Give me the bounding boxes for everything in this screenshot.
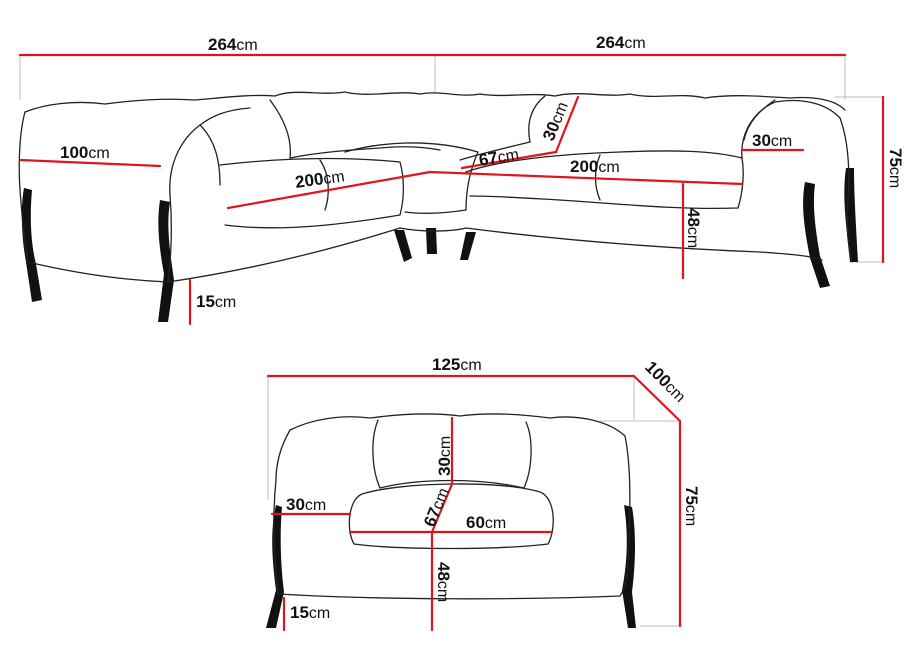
label-seat-height: 48cm	[684, 208, 703, 248]
label-chair-back: 30cm	[435, 436, 454, 476]
chair-leg-right	[622, 505, 636, 628]
sofa-left-arm-front	[199, 124, 221, 186]
sofa-leg-right-front	[803, 182, 830, 288]
label-chair-seat-height: 48cm	[434, 562, 453, 602]
sofa-leg-right-back	[844, 168, 858, 262]
dim-line-back-height	[554, 95, 580, 154]
sofa-back-inner-right	[459, 141, 531, 161]
sofa-right-seat	[465, 150, 744, 210]
dim-line-seat-right	[428, 170, 744, 186]
sofa-right-arm	[741, 99, 853, 263]
label-seat-left: 200cm	[294, 166, 346, 192]
label-corner-seat: 67cm	[477, 144, 520, 170]
chair-back-cushion-right	[523, 421, 532, 489]
chair-body	[273, 413, 631, 600]
label-chair-seat-width: 60cm	[466, 513, 506, 532]
label-leg-height: 15cm	[196, 292, 236, 311]
sofa-leg-center-left	[394, 230, 412, 262]
sofa-back-inner-left	[289, 146, 441, 159]
sofa-base-center	[399, 227, 467, 232]
sofa-leg-center-right	[460, 232, 476, 260]
dim-line-chair-depth	[632, 374, 682, 423]
sofa-base-left	[167, 227, 401, 283]
dim-line-seat-left	[226, 170, 432, 210]
sofa-leg-left-back	[21, 188, 42, 302]
label-chair-leg: 15cm	[290, 603, 330, 622]
dim-line-chair-seat-depth	[430, 482, 454, 534]
sofa-left-arm	[18, 107, 251, 283]
label-width-left: 264cm	[208, 35, 258, 54]
label-chair-arm: 30cm	[286, 495, 326, 514]
armchair-drawing: 125cm 100cm 75cm 30cm 67cm 60cm 30cm 48c…	[266, 355, 701, 632]
sofa-back-top	[24, 91, 846, 113]
dim-line-depth	[18, 158, 162, 168]
label-height: 75cm	[886, 148, 905, 188]
sofa-leg-center	[426, 228, 437, 254]
sofa-base-right	[465, 227, 823, 261]
sofa-left-seat-split	[319, 159, 329, 211]
sofa-back-panel-left	[269, 99, 291, 159]
sofa-left-seat	[219, 157, 405, 229]
dim-line-corner-seat	[460, 150, 558, 170]
sofa-back-panel-right	[528, 95, 546, 143]
sofa-leg-left-front	[158, 200, 174, 322]
chair-back-inner	[379, 479, 525, 489]
label-chair-width: 125cm	[432, 355, 482, 374]
sofa-corner-seat	[344, 142, 479, 214]
label-arm-width: 30cm	[752, 131, 792, 150]
label-chair-depth: 100cm	[641, 357, 690, 406]
chair-back-cushion-left	[372, 419, 381, 489]
label-width-right: 264cm	[596, 33, 646, 52]
corner-sofa-drawing: 264cm 264cm 100cm 200cm 200cm 67cm 30cm …	[18, 33, 905, 326]
label-chair-height: 75cm	[682, 486, 701, 526]
label-depth: 100cm	[60, 143, 110, 162]
label-seat-right: 200cm	[570, 157, 620, 176]
label-back-height: 30cm	[539, 99, 572, 143]
